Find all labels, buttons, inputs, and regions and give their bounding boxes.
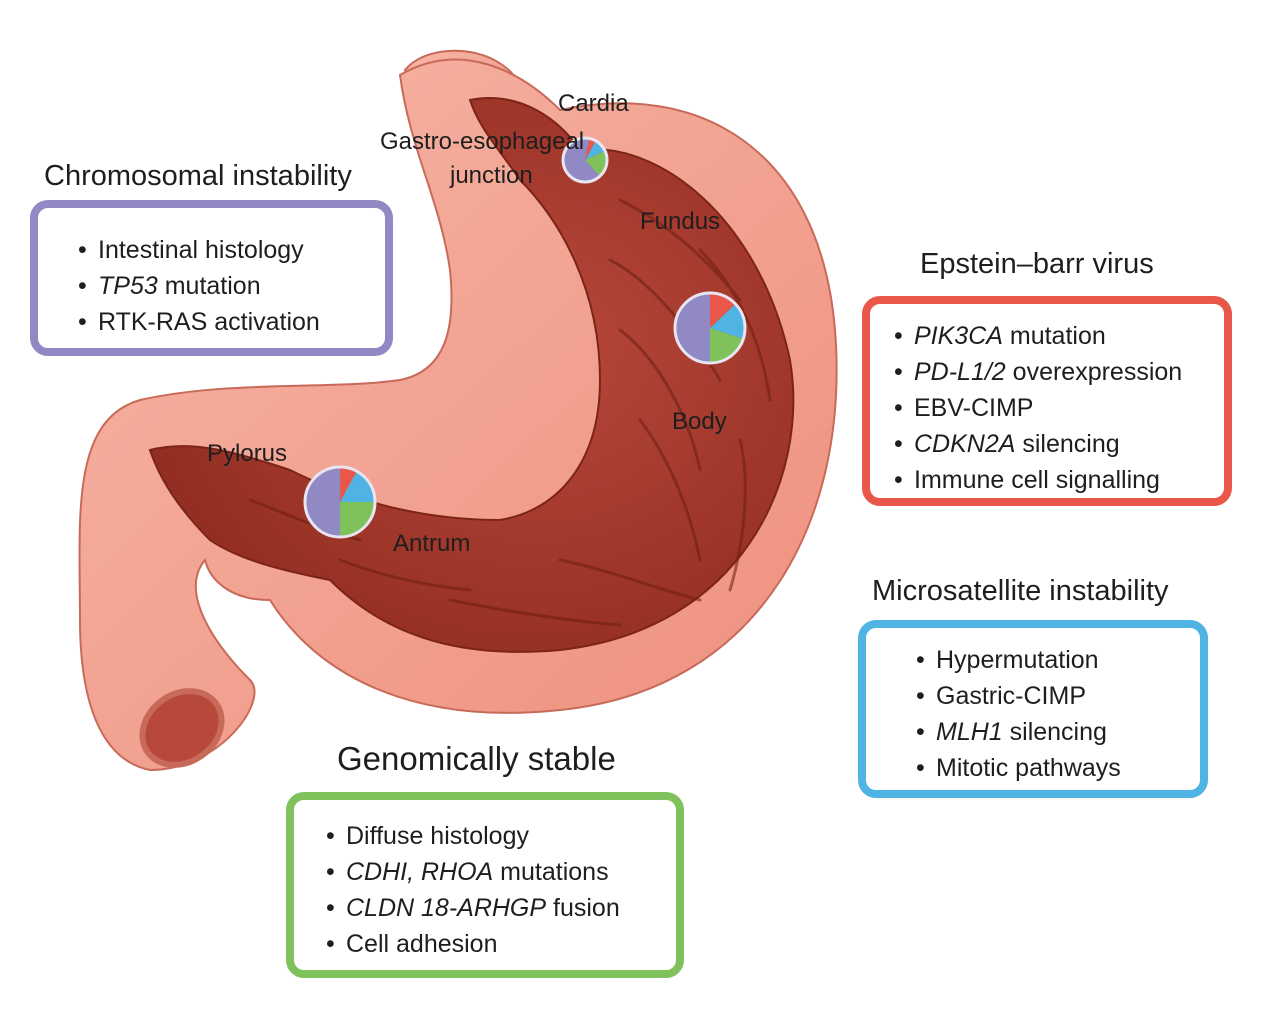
item-text: silencing xyxy=(1015,430,1120,458)
pie-outline xyxy=(561,136,609,184)
bullet-icon: • xyxy=(894,466,903,494)
item-text: RTK-RAS activation xyxy=(98,308,320,336)
item-text: Gastric-CIMP xyxy=(936,682,1086,710)
title-microsatellite-instability: Microsatellite instability xyxy=(872,575,1169,607)
bullet-icon: • xyxy=(326,894,335,922)
item-text: Diffuse histology xyxy=(346,822,529,850)
bullet-icon: • xyxy=(894,430,903,458)
label-ge-junction-1: Gastro-esophageal xyxy=(380,128,585,155)
bullet-icon: • xyxy=(894,322,903,350)
bullet-icon: • xyxy=(894,358,903,386)
item-text: Intestinal histology xyxy=(98,236,304,264)
item-text: EBV-CIMP xyxy=(914,394,1034,422)
bullet-icon: • xyxy=(78,308,87,336)
bullet-icon: • xyxy=(916,682,925,710)
box-chromosomal-instability: • Intestinal histology • TP53 mutation • RTK-… xyxy=(30,200,393,356)
gene-name: CDHI, RHOA xyxy=(346,858,494,886)
list-item: • Immune cell signalling xyxy=(894,462,1224,498)
item-text: Hypermutation xyxy=(936,646,1099,674)
list-item: • CDKN2A silencing xyxy=(894,426,1224,462)
title-epstein-barr-virus: Epstein–barr virus xyxy=(920,248,1154,280)
list-item: • Cell adhesion xyxy=(326,926,676,962)
gene-name: PD-L1/2 xyxy=(914,358,1006,386)
list-epstein-barr-virus: •PIK3CA mutation•PD-L1/2 overexpression•… xyxy=(894,318,1224,498)
rugae-folds xyxy=(248,198,772,627)
box-microsatellite-instability: • Hypermutation • Gastric-CIMP • MLH1 silenci… xyxy=(858,620,1208,798)
label-body: Body xyxy=(672,408,727,435)
label-ge-junction-2: junction xyxy=(450,162,533,189)
gene-name: TP53 xyxy=(98,272,158,300)
item-text: mutation xyxy=(1002,322,1106,350)
bullet-icon: • xyxy=(78,236,87,264)
pie-slice-gs xyxy=(340,502,375,537)
pie-slice-ebv xyxy=(585,138,596,160)
list-item: • EBV-CIMP xyxy=(894,390,1224,426)
item-text: Cell adhesion xyxy=(346,930,498,958)
list-item: • CLDN 18-ARHGP fusion xyxy=(326,890,676,926)
pie-slice-chromosomal xyxy=(675,293,710,363)
label-pylorus: Pylorus xyxy=(207,440,288,467)
bullet-icon: • xyxy=(894,394,903,422)
list-item: • PD-L1/2 overexpression xyxy=(894,354,1224,390)
gene-name: CDKN2A xyxy=(914,430,1016,458)
item-text: mutation xyxy=(157,272,261,300)
bullet-icon: • xyxy=(326,930,335,958)
gene-name: PIK3CA xyxy=(914,322,1003,350)
gene-name: CLDN 18-ARHGP xyxy=(346,894,547,922)
bullet-icon: • xyxy=(326,822,335,850)
list-microsatellite-instability: • Hypermutation • Gastric-CIMP • MLH1 silenci… xyxy=(916,642,1200,786)
gene-name: MLH1 xyxy=(936,718,1003,746)
title-chromosomal-instability: Chromosomal instability xyxy=(44,160,352,192)
pie-body xyxy=(673,291,747,365)
box-epstein-barr-virus: •PIK3CA mutation•PD-L1/2 overexpression•… xyxy=(862,296,1232,506)
list-item: • Mitotic pathways xyxy=(916,750,1200,786)
item-text: mutations xyxy=(493,858,609,886)
title-genomically-stable: Genomically stable xyxy=(337,740,616,777)
list-item: • MLH1 silencing xyxy=(916,714,1200,750)
list-genomically-stable: •Diffuse histology•CDHI, RHOA mutations•… xyxy=(326,818,676,962)
pie-slice-msi xyxy=(710,304,745,339)
bullet-icon: • xyxy=(326,858,335,886)
item-text: silencing xyxy=(1002,718,1107,746)
pie-outline xyxy=(303,465,377,539)
bullet-icon: • xyxy=(916,754,925,782)
label-fundus: Fundus xyxy=(640,208,721,235)
pie-slice-ebv xyxy=(340,466,357,502)
item-text: Mitotic pathways xyxy=(936,754,1121,782)
pie-slice-chromosomal xyxy=(305,467,340,537)
pie-slice-gs xyxy=(585,150,607,177)
pie-slice-gs xyxy=(710,328,744,363)
list-item: • Diffuse histology xyxy=(326,818,676,854)
list-item: • TP53 mutation xyxy=(78,268,385,304)
list-chromosomal-instability: • Intestinal histology • TP53 mutation • RTK-… xyxy=(78,232,385,340)
pie-outline xyxy=(673,291,747,365)
duodenum-opening xyxy=(139,688,225,768)
item-text: fusion xyxy=(546,894,620,922)
bullet-icon: • xyxy=(916,718,925,746)
pie-ge-junction xyxy=(561,136,609,184)
pie-slice-chromosomal xyxy=(563,138,600,183)
pie-antrum xyxy=(303,465,377,539)
list-item: • Gastric-CIMP xyxy=(916,678,1200,714)
pie-slice-ebv xyxy=(710,293,736,328)
label-antrum: Antrum xyxy=(393,530,471,557)
list-item: • CDHI, RHOA mutations xyxy=(326,854,676,890)
box-genomically-stable: •Diffuse histology•CDHI, RHOA mutations•… xyxy=(286,792,684,978)
bullet-icon: • xyxy=(78,272,87,300)
list-item: • PIK3CA mutation xyxy=(894,318,1224,354)
item-text: overexpression xyxy=(1005,358,1183,386)
item-text: Immune cell signalling xyxy=(914,466,1160,494)
bullet-icon: • xyxy=(916,646,925,674)
list-item: • RTK-RAS activation xyxy=(78,304,385,340)
label-cardia: Cardia xyxy=(558,90,629,117)
list-item: • Intestinal histology xyxy=(78,232,385,268)
list-item: • Hypermutation xyxy=(916,642,1200,678)
